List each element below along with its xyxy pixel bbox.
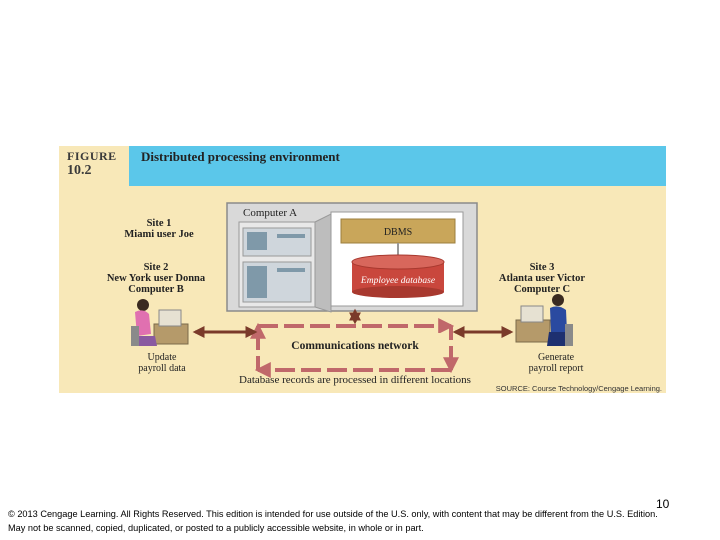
server-rack-icon <box>238 221 316 308</box>
network-label-bg <box>268 333 442 359</box>
site2-line2: New York user Donna <box>107 273 206 284</box>
site3-action-line2: payroll report <box>529 363 584 374</box>
computer-a: Computer A DBMS Employee data <box>226 202 478 313</box>
network-frame <box>250 318 459 378</box>
footer-line2: May not be scanned, copied, duplicated, … <box>8 523 424 533</box>
figure-label-box <box>59 146 129 186</box>
source-credit: SOURCE: Course Technology/Cengage Learni… <box>496 384 662 393</box>
site2-line1: Site 2 <box>144 262 169 273</box>
page-number: 10 <box>656 497 670 511</box>
figure-label-word: FIGURE <box>67 149 117 163</box>
network-label: Communications network <box>291 340 419 352</box>
figure-title: Distributed processing environment <box>141 149 340 164</box>
site2-action-line2: payroll data <box>138 363 186 374</box>
site2-action-line1: Update <box>148 352 177 363</box>
figure-label-number: 10.2 <box>67 163 92 178</box>
person-at-computer-icon <box>515 294 573 346</box>
figure-title-bar <box>129 146 666 186</box>
site1-line1: Site 1 <box>147 218 172 229</box>
figure-panel: FIGURE 10.2 Distributed processing envir… <box>59 146 666 393</box>
site3-line3: Computer C <box>514 284 570 295</box>
footer-line1: © 2013 Cengage Learning. All Rights Rese… <box>8 509 658 519</box>
dbms-box: DBMS <box>340 218 456 244</box>
computer-a-label: Computer A <box>243 207 297 219</box>
site3-line2: Atlanta user Victor <box>499 273 585 284</box>
site3-line1: Site 3 <box>530 262 555 273</box>
site2-line3: Computer B <box>128 284 184 295</box>
diagram-caption: Database records are processed in differ… <box>239 374 471 386</box>
svg-text:DBMS: DBMS <box>384 227 412 238</box>
site1-line2: Miami user Joe <box>124 229 194 240</box>
site3-action-line1: Generate <box>538 352 575 363</box>
distributed-processing-diagram: Computer A DBMS Employee data <box>107 202 662 393</box>
database-cylinder-icon: Employee database <box>351 254 445 298</box>
copyright-footer: © 2013 Cengage Learning. All Rights Rese… <box>8 507 720 535</box>
database-label: Employee database <box>360 276 435 286</box>
person-at-computer-icon <box>131 299 189 346</box>
